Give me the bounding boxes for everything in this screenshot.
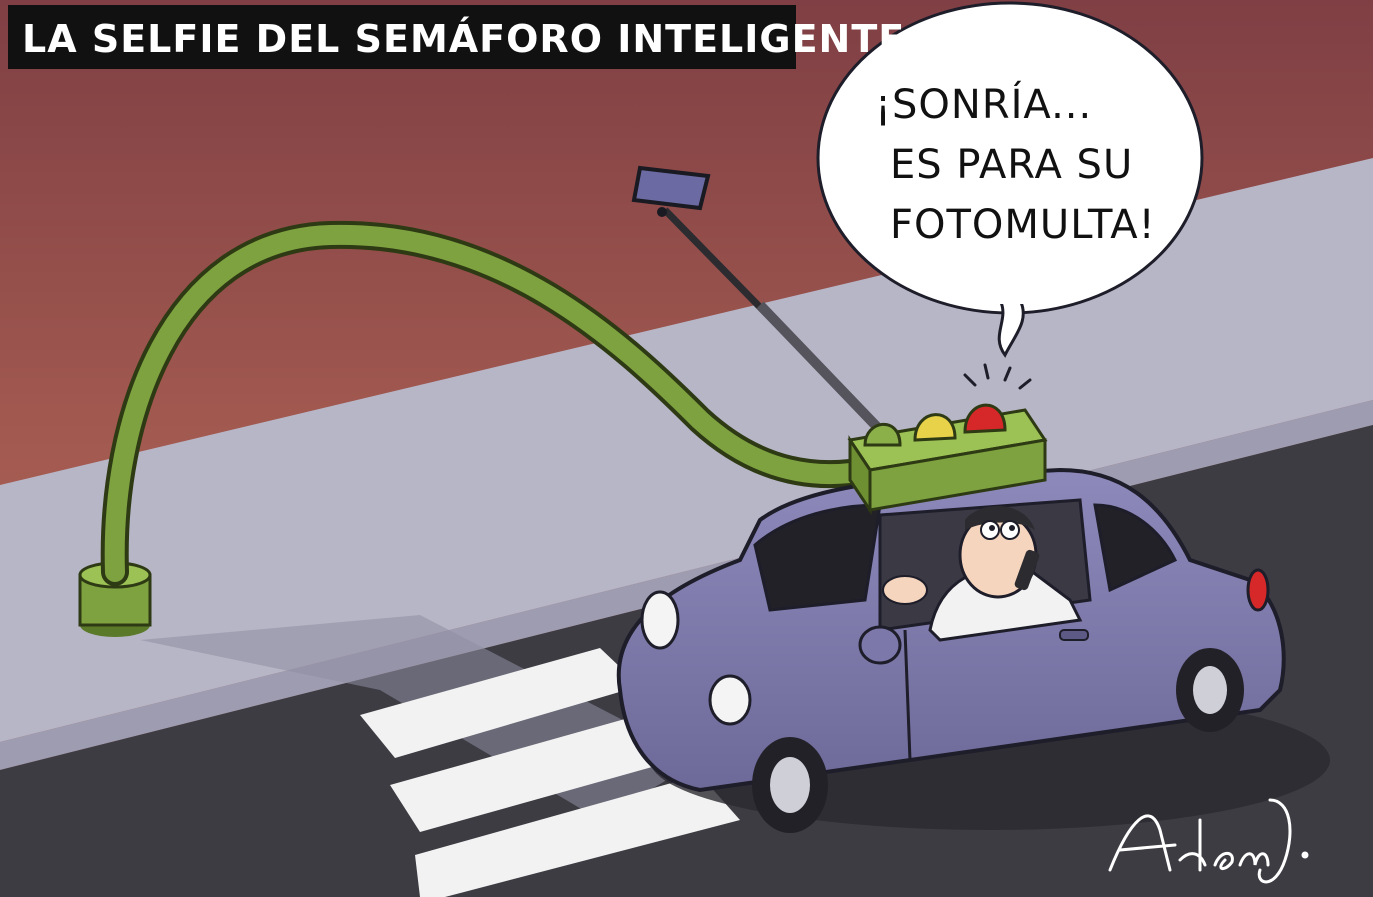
phone-in-hand [1014,549,1040,591]
yellow-light [913,413,957,442]
car-headlight-left [640,590,680,650]
traffic-light [847,363,1048,515]
speech-line-2: ES PARA SU [890,142,1133,188]
lamp-base [78,561,152,637]
car-mirror [858,625,902,665]
car-rear-window [1093,503,1178,593]
lamp-pole-fill [104,224,880,582]
speech-line-1: ¡SONRÍA... [875,80,1092,128]
car-front-wheel [752,737,828,833]
car-taillight [1246,568,1270,612]
red-light [963,403,1007,434]
comic-title: LA SELFIE DEL SEMÁFORO INTELIGENTE [22,17,905,61]
car-rear-wheel [1176,648,1244,732]
car-windshield [753,503,882,612]
artist-signature [1108,798,1309,884]
crosswalk [360,648,740,897]
selfie-phone [631,165,711,217]
selfie-stick-grip [756,301,884,434]
speech-line-3: FOTOMULTA! [890,202,1156,248]
title-bar: LA SELFIE DEL SEMÁFORO INTELIGENTE [8,5,905,69]
flash-marks [963,363,1032,390]
driver [882,506,1083,642]
green-light [863,422,902,447]
speech-bubble: ¡SONRÍA... ES PARA SU FOTOMULTA! [816,1,1204,358]
car-headlight-right [708,674,752,726]
